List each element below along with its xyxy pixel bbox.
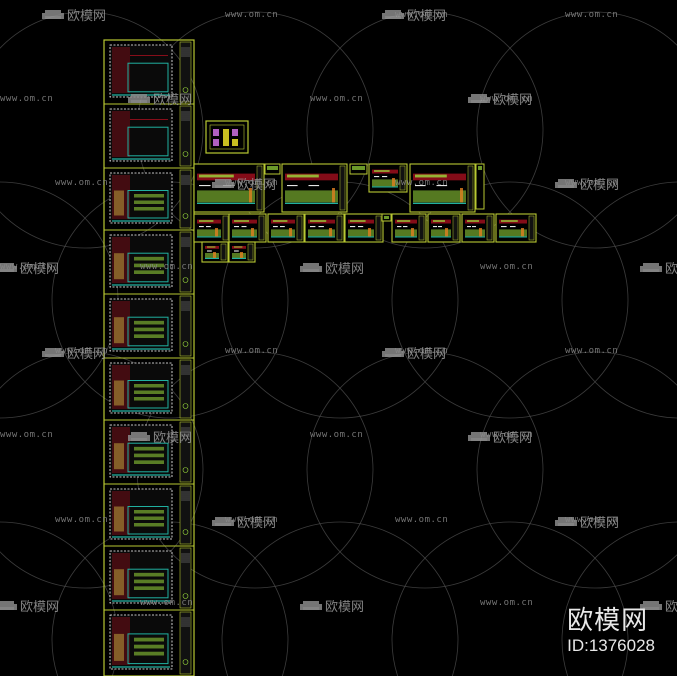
elevation-sheet [304,213,345,243]
sofa-icon [468,432,490,441]
watermark-url: www.om.cn [225,515,279,525]
floor-plan-sheet [103,293,195,359]
elevation-sheet [391,213,427,243]
watermark-logo: 欧模网 [555,174,619,193]
watermark-logo: 欧模网 [128,427,192,446]
floor-plan-sheet [103,103,195,169]
elevation-sheet [193,213,231,243]
watermark-logo: 欧模网 [382,343,446,362]
floor-plan-sheet [103,545,195,611]
elevation-sheet [281,163,348,213]
sofa-icon [300,601,322,610]
watermark-url: www.om.cn [225,346,279,356]
floor-plan-sheet [103,229,195,295]
watermark-logo: 欧模网 [0,258,59,277]
legend-sheet [205,120,249,154]
watermark-url: www.om.cn [55,178,109,188]
watermark-url: www.om.cn [310,430,364,440]
sofa-icon [555,179,577,188]
watermark-url: www.om.cn [395,10,449,20]
floor-plan-sheet [103,167,195,231]
floor-plan-sheet [103,609,195,676]
sofa-icon [0,263,17,272]
watermark-url: www.om.cn [310,94,364,104]
watermark-url: www.om.cn [565,178,619,188]
watermark-logo: 欧模网 [212,174,276,193]
sofa-icon [382,348,404,357]
watermark-url: www.om.cn [0,430,54,440]
watermark-logo: 欧模网 [468,89,532,108]
watermark-logo: 欧模网 [300,258,364,277]
watermark-url: www.om.cn [480,598,534,608]
watermark-url: www.om.cn [565,10,619,20]
elevation-sheet [461,213,495,243]
watermark-url: www.om.cn [140,598,194,608]
sofa-icon [640,601,662,610]
floor-plan-sheet [103,357,195,421]
watermark-url: www.om.cn [55,346,109,356]
sofa-icon [212,517,234,526]
watermark-url: www.om.cn [0,94,54,104]
elevation-sheet [368,163,408,193]
watermark-url: www.om.cn [565,515,619,525]
elevation-sheet [228,241,256,263]
watermark-logo: 欧模网 [128,89,192,108]
watermark-url: www.om.cn [55,515,109,525]
watermark-url: www.om.cn [480,430,534,440]
sheet-tag [264,163,281,175]
sofa-icon [468,94,490,103]
watermark-url: www.om.cn [0,262,54,272]
watermark-logo: 欧模网 [640,596,677,615]
watermark-logo: 欧模网 [640,258,677,277]
sofa-icon [128,94,150,103]
elevation-sheet [344,213,384,243]
watermark-logo: 欧模网 [300,596,364,615]
elevation-sheet [228,213,267,243]
sheet-tag [475,163,485,210]
sheet-tag [381,213,392,222]
sofa-icon [640,263,662,272]
floor-plan-sheet [103,39,195,105]
watermark-url: www.om.cn [395,346,449,356]
watermark-logo: 欧模网 [212,512,276,531]
sofa-icon [212,179,234,188]
sofa-icon [0,601,17,610]
elevation-sheet [267,213,305,243]
watermark-logo: 欧模网 [42,5,106,24]
brand-name: 欧模网 [567,606,649,636]
watermark-logo: 欧模网 [0,596,59,615]
watermark-logo: 欧模网 [555,512,619,531]
watermark-url: www.om.cn [565,346,619,356]
elevation-sheet [409,163,476,213]
elevation-sheet [495,213,537,243]
watermark-url: www.om.cn [480,262,534,272]
sofa-icon [42,10,64,19]
watermark-url: www.om.cn [395,515,449,525]
watermark-logo: 欧模网 [42,343,106,362]
elevation-sheet [201,241,229,263]
watermark-url: www.om.cn [225,178,279,188]
watermark-url: www.om.cn [140,262,194,272]
sofa-icon [300,263,322,272]
sofa-icon [42,348,64,357]
watermark-url: www.om.cn [395,178,449,188]
brand-stamp: 欧模网 ID:1376028 [567,606,655,656]
watermark-url: www.om.cn [480,94,534,104]
elevation-sheet [427,213,461,243]
floor-plan-sheet [103,483,195,547]
sofa-icon [555,517,577,526]
watermark-logo: 欧模网 [382,5,446,24]
sheet-tag [349,163,368,175]
watermark-url: www.om.cn [225,10,279,20]
sofa-icon [128,432,150,441]
model-id: ID:1376028 [567,636,655,655]
watermark-logo: 欧模网 [468,427,532,446]
sofa-icon [382,10,404,19]
